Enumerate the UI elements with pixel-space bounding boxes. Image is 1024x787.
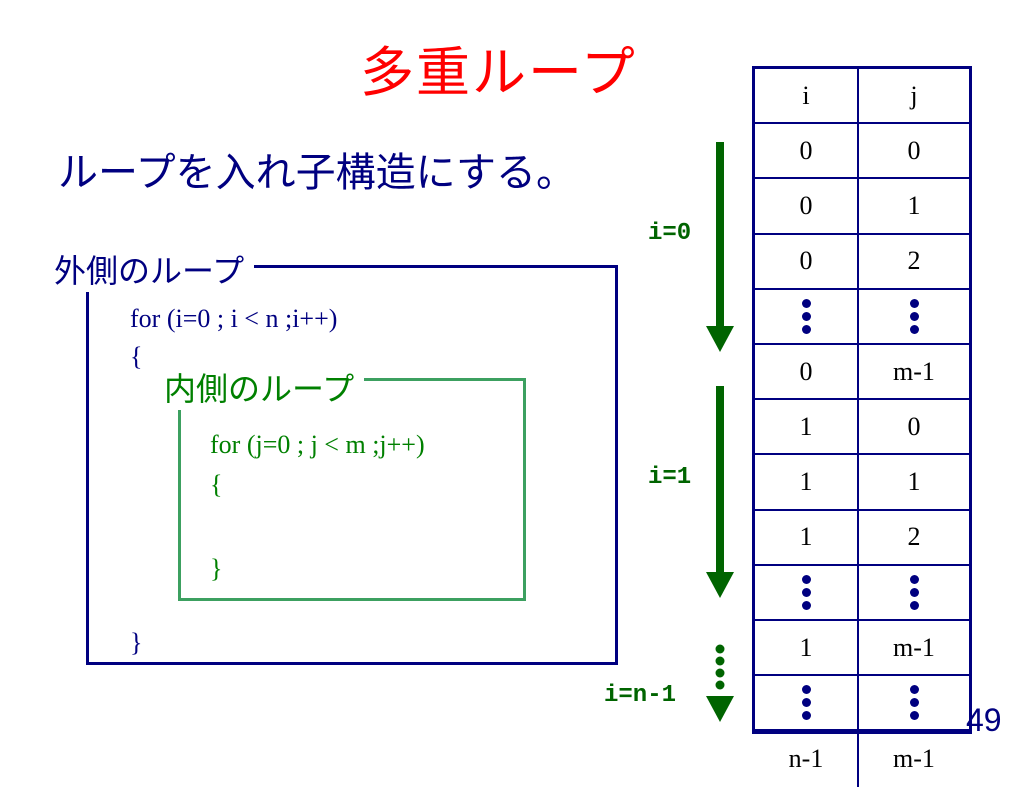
inner-loop-box <box>178 378 526 601</box>
table-row <box>755 565 969 621</box>
inner-loop-label: 内側のループ <box>160 364 365 410</box>
table-cell-ellipsis <box>755 676 859 730</box>
page-number: 49 <box>966 702 1002 738</box>
table-row: 1 m-1 <box>755 621 969 677</box>
arrow-label-i0: i=0 <box>648 220 692 247</box>
vertical-ellipsis-icon <box>909 685 919 721</box>
table-cell-ellipsis <box>755 289 859 343</box>
table-header-cell: i <box>755 69 859 123</box>
outer-close-brace: } <box>130 628 143 657</box>
table-cell-ellipsis <box>859 290 969 343</box>
table-cell: m-1 <box>893 743 935 773</box>
iteration-arrows <box>706 142 734 722</box>
arrow-label-in-1: i=n-1 <box>604 682 677 709</box>
table-row: n-1 m-1 <box>755 731 969 787</box>
arrow-in-1 <box>706 696 734 722</box>
table-cell: 0 <box>755 345 859 399</box>
vertical-ellipsis-icon <box>801 685 811 721</box>
vertical-ellipsis-icon <box>909 298 919 334</box>
table-cell: 1 <box>755 621 859 675</box>
table-cell: 2 <box>907 522 921 552</box>
table-header-cell: j <box>910 80 918 110</box>
table-cell-ellipsis <box>859 566 969 619</box>
outer-loop-label: 外側のループ <box>54 246 255 292</box>
table-cell: 1 <box>755 400 859 454</box>
table-cell-ellipsis <box>755 565 859 619</box>
vertical-ellipsis-icon <box>801 298 811 334</box>
table-cell: 1 <box>755 510 859 564</box>
table-cell: 0 <box>755 179 859 233</box>
table-row <box>755 676 969 732</box>
table-cell: m-1 <box>893 356 935 386</box>
inner-close-brace: } <box>210 554 223 583</box>
arrow-i0 <box>706 142 734 352</box>
table-cell: 1 <box>907 466 921 496</box>
slide-title: 多重ループ <box>360 41 637 104</box>
outer-for-line: for (i=0 ; i < n ;i++) <box>130 304 338 333</box>
table-cell-ellipsis <box>859 676 969 729</box>
outer-loop-box <box>86 265 618 665</box>
table-cell: 0 <box>907 411 921 441</box>
arrow-label-i1: i=1 <box>648 464 692 491</box>
table-cell: 2 <box>907 246 921 276</box>
table-cell: 0 <box>755 234 859 288</box>
table-row <box>755 289 969 345</box>
slide-subtitle: ループを入れ子構造にする。 <box>58 150 576 196</box>
table-cell: 0 <box>755 124 859 178</box>
inner-for-line: for (j=0 ; j < m ;j++) <box>210 430 425 459</box>
table-cell: 1 <box>755 455 859 509</box>
arrow-i1 <box>706 386 734 598</box>
table-cell: 1 <box>907 190 921 220</box>
table-cell: m-1 <box>893 632 935 662</box>
table-row: 0 m-1 <box>755 345 969 401</box>
inner-open-brace: { <box>210 470 223 499</box>
arrow-dots <box>715 644 725 690</box>
table-cell: n-1 <box>755 731 859 787</box>
vertical-ellipsis-icon <box>801 574 811 610</box>
table-cell: 0 <box>907 135 921 165</box>
outer-open-brace: { <box>130 342 143 371</box>
vertical-ellipsis-icon <box>909 574 919 610</box>
